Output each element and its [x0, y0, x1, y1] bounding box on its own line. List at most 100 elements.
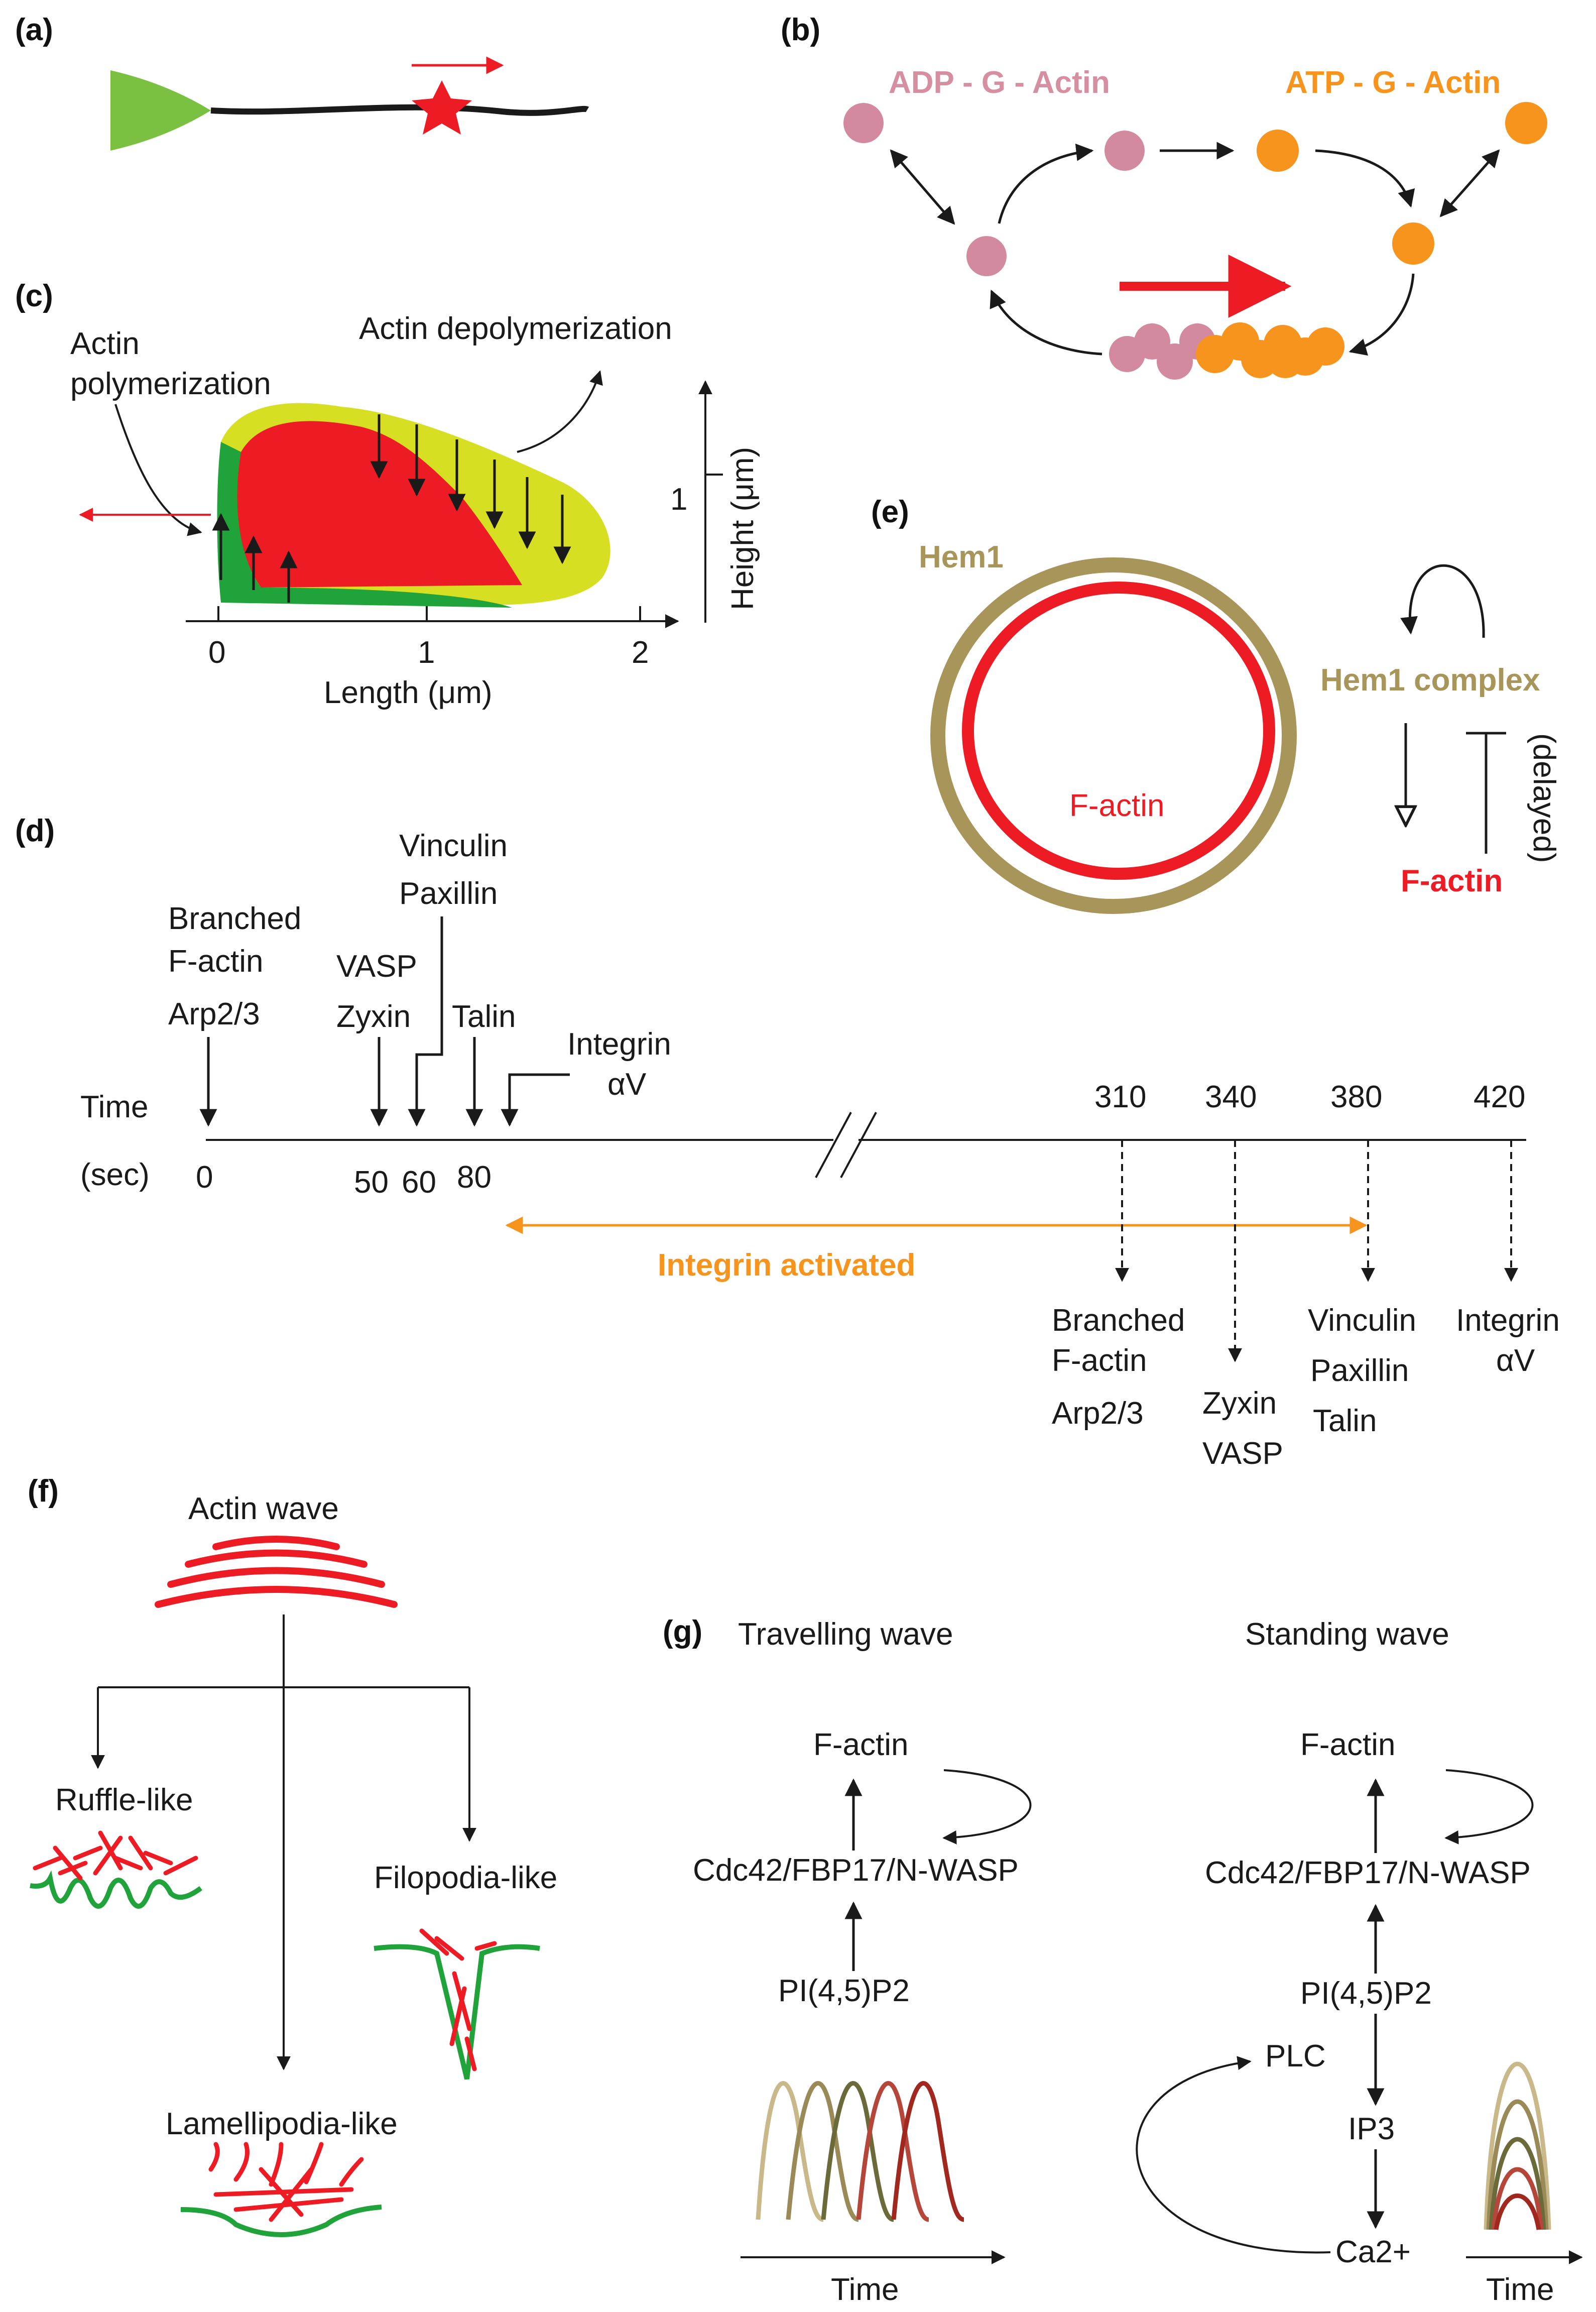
standing-factin: F-actin [1300, 1727, 1395, 1762]
depolymerization-arrows [370, 414, 571, 564]
self-activation-arrow [1400, 564, 1485, 638]
panel-f-label: (f) [28, 1474, 59, 1509]
adp-monomer [1104, 131, 1145, 171]
travelling-cdc42: Cdc42/FBP17/N-WASP [693, 1853, 1019, 1888]
lamellipodia-icon [180, 2142, 382, 2237]
standing-plc: PLC [1265, 2039, 1326, 2073]
panel-c-label: (c) [15, 279, 53, 313]
standing-time-label: Time [1486, 2272, 1554, 2307]
travelling-wave-curves [756, 2081, 964, 2222]
polymerization-arrows [212, 513, 298, 603]
alphav-label: αV [1496, 1343, 1535, 1378]
talin-label: Talin [1313, 1404, 1377, 1438]
time-value: 0 [196, 1160, 213, 1195]
time-label: Time [80, 1090, 148, 1124]
atp-g-actin-label: ATP - G - Actin [1285, 65, 1501, 100]
sec-label: (sec) [80, 1158, 150, 1192]
x-tick-label: 2 [632, 635, 649, 670]
travelling-time-label: Time [831, 2272, 899, 2307]
standing-pip2: PI(4,5)P2 [1300, 1976, 1432, 2011]
adp-monomer [966, 236, 1007, 276]
actin-wave-label: Actin wave [188, 1491, 339, 1526]
travelling-pip2: PI(4,5)P2 [778, 1974, 910, 2008]
filopodia-like-label: Filopodia-like [374, 1861, 557, 1895]
standing-wave-curves [1484, 2061, 1551, 2230]
atp-monomer [1505, 102, 1547, 144]
polymerization-label: Actin [70, 326, 140, 361]
hem1-label: Hem1 [919, 540, 1004, 574]
vasp-label: VASP [1202, 1436, 1283, 1471]
panel-e: (e) Hem1 F-actin Hem1 complex F-actin (d… [871, 495, 1561, 914]
adp-g-actin-label: ADP - G - Actin [889, 65, 1110, 100]
alphav-label: αV [607, 1067, 647, 1102]
panel-b: (b) ADP - G - Actin ATP - G - Actin [781, 13, 1547, 380]
panel-f: (f) Actin wave Ruffle-like Filopodia-lik… [28, 1474, 557, 2237]
travelling-wave-title: Travelling wave [738, 1617, 953, 1652]
depolymerization-pointer [517, 370, 603, 453]
panel-d-label: (d) [15, 814, 55, 848]
exchange-arrow [1439, 149, 1500, 217]
panel-c: (c) Actin polymerization Actin depolymer… [15, 279, 760, 710]
paxillin-label: Paxillin [1310, 1353, 1409, 1388]
atp-monomer [1392, 222, 1434, 265]
polymerization-label: polymerization [70, 367, 271, 401]
panel-g: (g) Travelling wave F-actin Cdc42/FBP17/… [663, 1614, 1583, 2307]
panel-g-label: (g) [663, 1614, 702, 1649]
cycle-arrow [990, 289, 1102, 356]
integrin-activated-label: Integrin activated [658, 1248, 915, 1283]
lamellipodia-like-label: Lamellipodia-like [166, 2107, 398, 2141]
branched-factin-label: Branched [168, 901, 301, 936]
ca-plc-loop-arrow [1136, 2056, 1331, 2254]
delayed-label: (delayed) [1527, 733, 1561, 863]
x-tick-label: 0 [208, 635, 225, 670]
time-value: 380 [1330, 1080, 1382, 1114]
vinculin-label: Vinculin [399, 829, 508, 863]
talin-label: Talin [452, 999, 516, 1034]
atp-monomer [1257, 130, 1299, 172]
actin-filament [1109, 322, 1344, 380]
delayed-event-arrows [1115, 1140, 1518, 1362]
axon [210, 104, 589, 116]
neuron-soma [110, 70, 211, 151]
branched-factin-label: Branched [1052, 1303, 1185, 1338]
factin-ring-label: F-actin [1069, 788, 1164, 823]
cycle-arrow [1315, 149, 1415, 208]
arp23-label: Arp2/3 [1052, 1396, 1144, 1431]
zyxin-label: Zyxin [336, 999, 411, 1034]
standing-wave-title: Standing wave [1245, 1617, 1449, 1652]
y-tick-label: 1 [670, 482, 687, 517]
actin-wave-icon [155, 1536, 398, 1608]
integrin-label: Integrin [567, 1027, 671, 1062]
timeline-break [840, 1112, 877, 1178]
branch-arrows [91, 1614, 476, 2070]
panel-a-label: (a) [15, 13, 53, 47]
standing-cdc42: Cdc42/FBP17/N-WASP [1205, 1856, 1531, 1890]
time-value: 310 [1094, 1080, 1146, 1114]
travelling-factin: F-actin [813, 1727, 908, 1762]
time-value: 340 [1205, 1080, 1257, 1114]
ruffle-like-label: Ruffle-like [55, 1783, 193, 1817]
time-value: 80 [457, 1160, 492, 1195]
standing-feedback-arrow [1444, 1769, 1534, 1844]
standing-ip3: IP3 [1348, 2112, 1395, 2146]
integrin-label: Integrin [1456, 1303, 1560, 1338]
cycle-arrow [998, 143, 1094, 224]
polymerization-pointer [114, 404, 202, 536]
filopodia-icon [374, 1928, 540, 2080]
y-axis-label: Height (μm) [725, 447, 760, 610]
factin-ring [962, 582, 1275, 880]
ruffle-icon [30, 1830, 202, 1909]
exchange-arrow [890, 149, 955, 225]
adp-monomer [843, 103, 884, 143]
branched-factin-label: F-actin [1052, 1343, 1147, 1378]
panel-b-label: (b) [781, 13, 820, 47]
x-axis-label: Length (μm) [324, 675, 493, 710]
arp23-label: Arp2/3 [168, 997, 260, 1031]
cell-red-body [237, 421, 523, 588]
vasp-label: VASP [336, 949, 417, 984]
standing-ca: Ca2+ [1335, 2235, 1411, 2269]
vinculin-label: Vinculin [1308, 1303, 1416, 1338]
hem1-complex-label: Hem1 complex [1320, 663, 1540, 698]
time-value: 60 [402, 1165, 436, 1200]
